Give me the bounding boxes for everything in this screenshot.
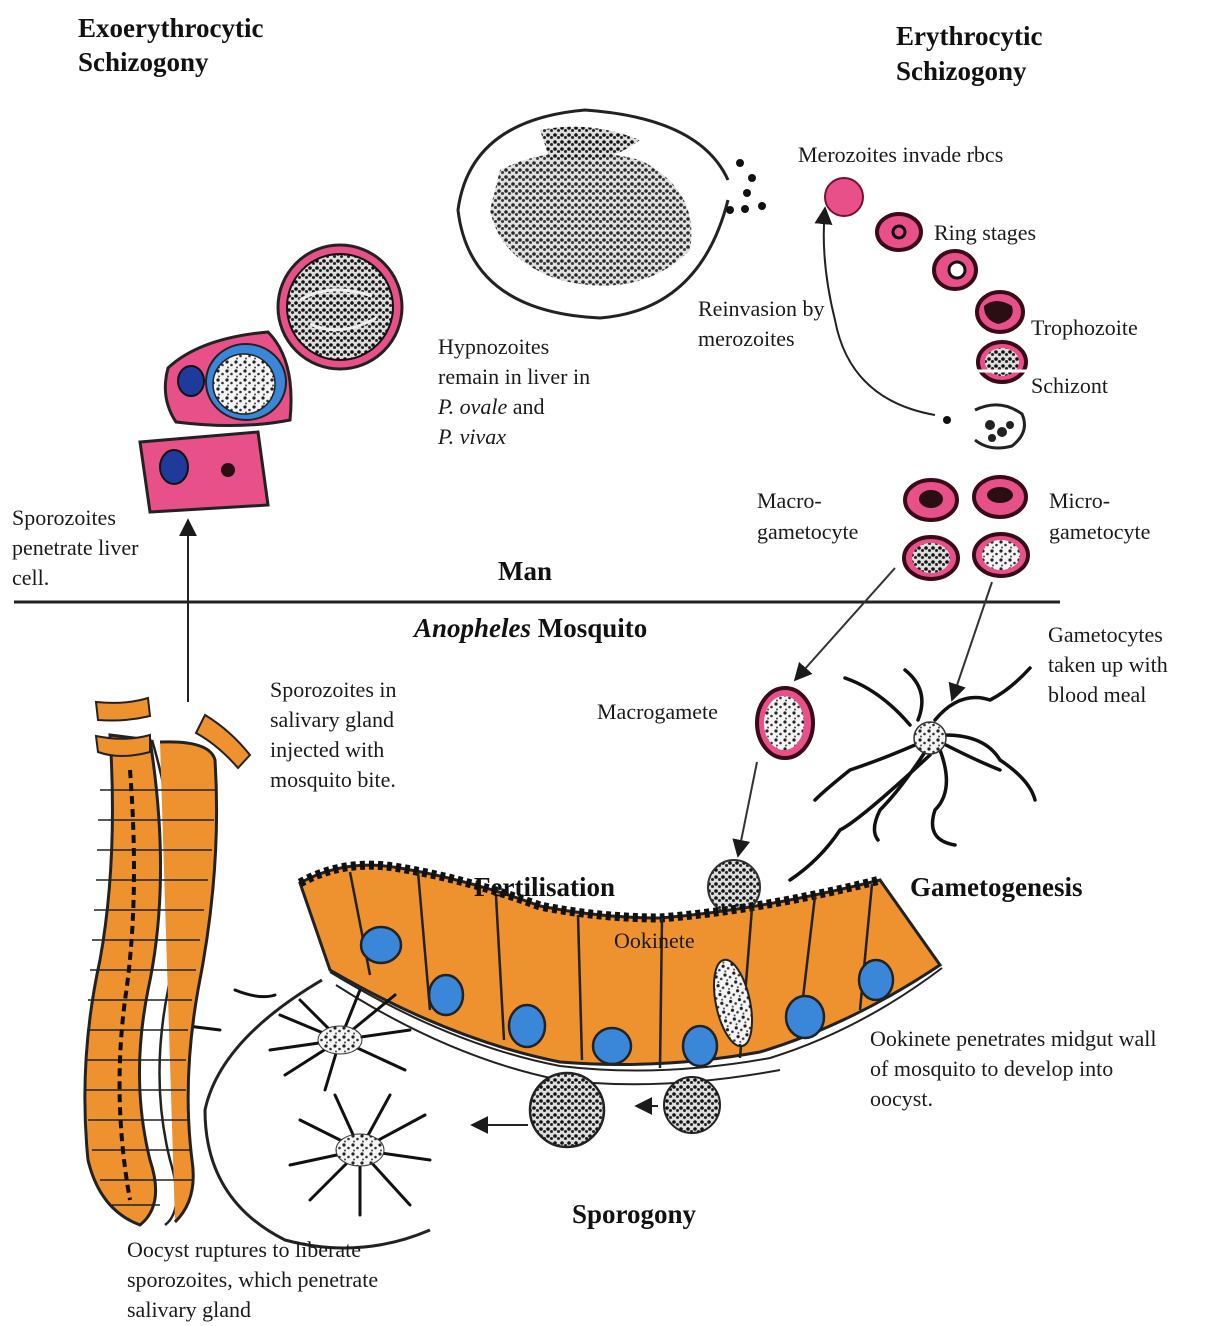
rbc-ring-stage-2	[934, 251, 976, 289]
label-oocyst-ruptures-line3: salivary gland	[127, 1295, 251, 1325]
label-anopheles-mosquito: Anopheles Mosquito	[414, 612, 647, 645]
label-trophozoite: Trophozoite	[1031, 313, 1138, 343]
label-sporozoites-gland-line4: mosquito bite.	[270, 765, 396, 795]
title-erythrocytic: Erythrocytic	[896, 20, 1042, 53]
label-sporozoites-liver-line1: Sporozoites	[12, 503, 116, 533]
label-oocyst-ruptures-line2: sporozoites, which penetrate	[127, 1265, 378, 1295]
rbc-uninfected	[825, 178, 863, 216]
title-fertilisation: Fertilisation	[474, 871, 615, 904]
label-schizont: Schizont	[1031, 371, 1108, 401]
p-ovale: P. ovale	[438, 394, 507, 419]
label-sporozoites-gland-line3: injected with	[270, 735, 384, 765]
midgut-wall	[300, 865, 942, 1084]
label-reinvasion-line2: merozoites	[698, 324, 795, 354]
title-sporogony: Sporogony	[572, 1198, 696, 1231]
arrow-to-macrogamete	[795, 568, 895, 680]
ruptured-oocyst	[180, 980, 430, 1248]
label-gametocytes-taken-line1: Gametocytes	[1048, 620, 1163, 650]
free-merozoites	[726, 159, 766, 214]
label-sporozoites-liver-line2: penetrate liver	[12, 533, 138, 563]
arrow-to-microgamete	[952, 582, 992, 700]
label-macrogamete: Macrogamete	[597, 697, 718, 727]
label-macrogametocyte-line1: Macro-	[757, 486, 822, 516]
rbc-rupturing-schizont	[943, 405, 1024, 448]
label-microgametocyte-line1: Micro-	[1049, 486, 1110, 516]
title-exoerythrocytic: Exoerythrocytic	[78, 12, 263, 45]
label-hypnozoites-line4: P. vivax	[438, 422, 506, 452]
rbc-trophozoite	[977, 292, 1023, 332]
label-hypnozoites-line3: P. ovale and	[438, 392, 545, 422]
label-ookinete-penetrates-line1: Ookinete penetrates midgut wall	[870, 1024, 1157, 1054]
label-ring-stages: Ring stages	[934, 218, 1036, 248]
microgamete-exflagellation	[790, 668, 1035, 880]
and-word: and	[507, 394, 544, 419]
macrogamete-cell	[757, 688, 813, 758]
label-hypnozoites-line2: remain in liver in	[438, 362, 590, 392]
anopheles-italic: Anopheles	[414, 613, 531, 643]
liver-schizont	[278, 245, 402, 369]
young-oocyst	[664, 1077, 720, 1133]
label-ookinete-penetrates-line2: of mosquito to develop into	[870, 1054, 1113, 1084]
label-reinvasion-line1: Reinvasion by	[698, 294, 825, 324]
microgametocyte-rbcs	[974, 477, 1028, 576]
macrogametocyte-rbcs	[904, 480, 958, 579]
title-exoerythrocytic-schizogony: Schizogony	[78, 46, 209, 79]
label-gametocytes-taken-line3: blood meal	[1048, 680, 1146, 710]
label-hypnozoites-line1: Hypnozoites	[438, 332, 549, 362]
rbc-schizont	[970, 342, 1034, 382]
label-ookinete-penetrates-line3: oocyst.	[870, 1084, 933, 1114]
salivary-gland	[85, 698, 250, 1225]
label-man: Man	[498, 555, 552, 588]
rbc-ring-stage-1	[877, 214, 921, 250]
label-sporozoites-gland-line2: salivary gland	[270, 705, 394, 735]
title-erythrocytic-schizogony: Schizogony	[896, 55, 1027, 88]
label-macrogametocyte-line2: gametocyte	[757, 517, 858, 547]
label-merozoites-invade: Merozoites invade rbcs	[798, 140, 1003, 170]
mosquito-word: Mosquito	[531, 613, 647, 643]
label-gametocytes-taken-line2: taken up with	[1048, 650, 1168, 680]
liver-cell-early	[140, 432, 268, 512]
label-sporozoites-gland-line1: Sporozoites in	[270, 675, 397, 705]
label-ookinete: Ookinete	[614, 926, 695, 956]
label-oocyst-ruptures-line1: Oocyst ruptures to liberate	[127, 1235, 361, 1265]
label-sporozoites-liver-line3: cell.	[12, 563, 49, 593]
liver-cell-developing	[165, 332, 291, 426]
label-microgametocyte-line2: gametocyte	[1049, 517, 1150, 547]
arrow-to-zygote	[738, 762, 757, 856]
mature-oocyst	[530, 1073, 604, 1147]
ruptured-schizont	[458, 110, 766, 318]
title-gametogenesis: Gametogenesis	[910, 871, 1082, 904]
